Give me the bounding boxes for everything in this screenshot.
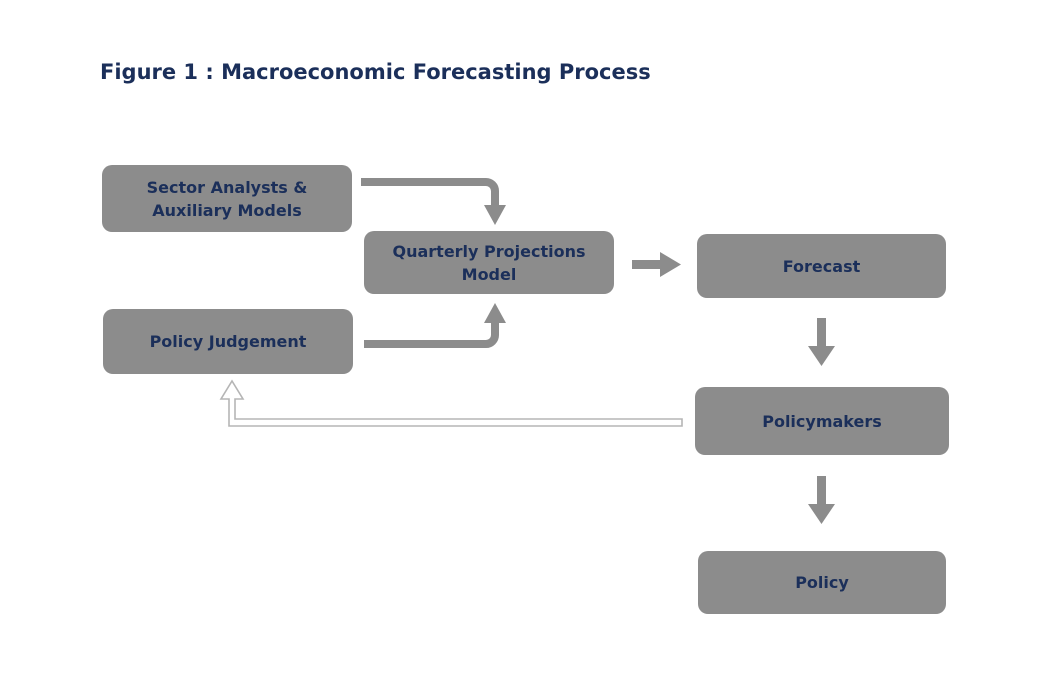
node-sector-analysts: Sector Analysts & Auxiliary Models: [102, 165, 352, 232]
node-policy-judgement: Policy Judgement: [103, 309, 353, 374]
node-sector-analysts-label: Sector Analysts & Auxiliary Models: [146, 177, 308, 220]
node-quarterly-projections-model-label: Quarterly Projections Model: [392, 241, 586, 284]
node-policy-label: Policy: [795, 573, 849, 592]
node-forecast: Forecast: [697, 234, 946, 298]
arrow-qpm-to-forecast: [632, 252, 681, 277]
node-policymakers: Policymakers: [695, 387, 949, 455]
node-quarterly-projections-model: Quarterly Projections Model: [364, 231, 614, 294]
node-policymakers-label: Policymakers: [762, 411, 882, 431]
node-policy: Policy: [698, 551, 946, 614]
arrow-feedback-policymakers-to-policyj: [219, 379, 683, 427]
arrow-policyj-to-qpm: [364, 303, 506, 348]
arrow-sector-to-qpm: [361, 178, 506, 225]
arrow-policymakers-to-policy: [808, 476, 835, 524]
figure-title: Figure 1 : Macroeconomic Forecasting Pro…: [100, 60, 651, 84]
node-policy-judgement-label: Policy Judgement: [149, 332, 307, 351]
node-forecast-label: Forecast: [782, 256, 861, 276]
arrow-forecast-to-policymakers: [808, 318, 835, 366]
